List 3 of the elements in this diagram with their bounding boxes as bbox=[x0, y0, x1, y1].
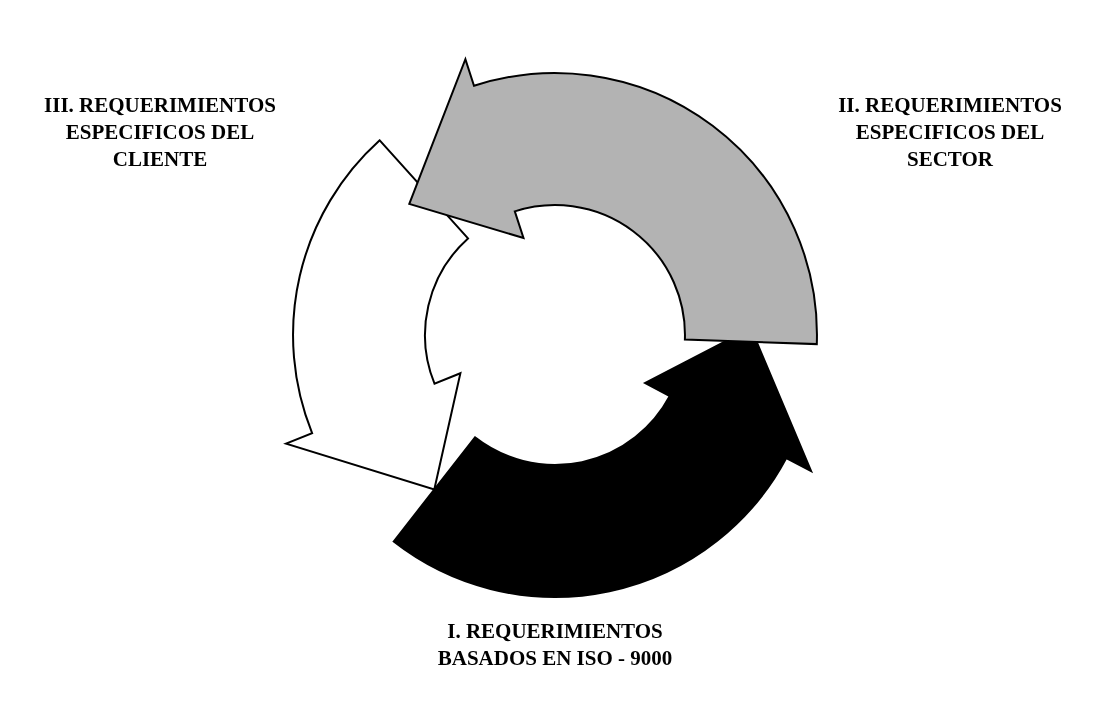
section-label: II. REQUERIMIENTOS ESPECIFICOS DEL SECTOR bbox=[837, 92, 1063, 173]
section-label: III. REQUERIMIENTOS ESPECIFICOS DEL CLIENTE bbox=[43, 92, 277, 173]
section-label: I. REQUERIMIENTOS BASADOS EN ISO - 9000 bbox=[436, 618, 674, 672]
